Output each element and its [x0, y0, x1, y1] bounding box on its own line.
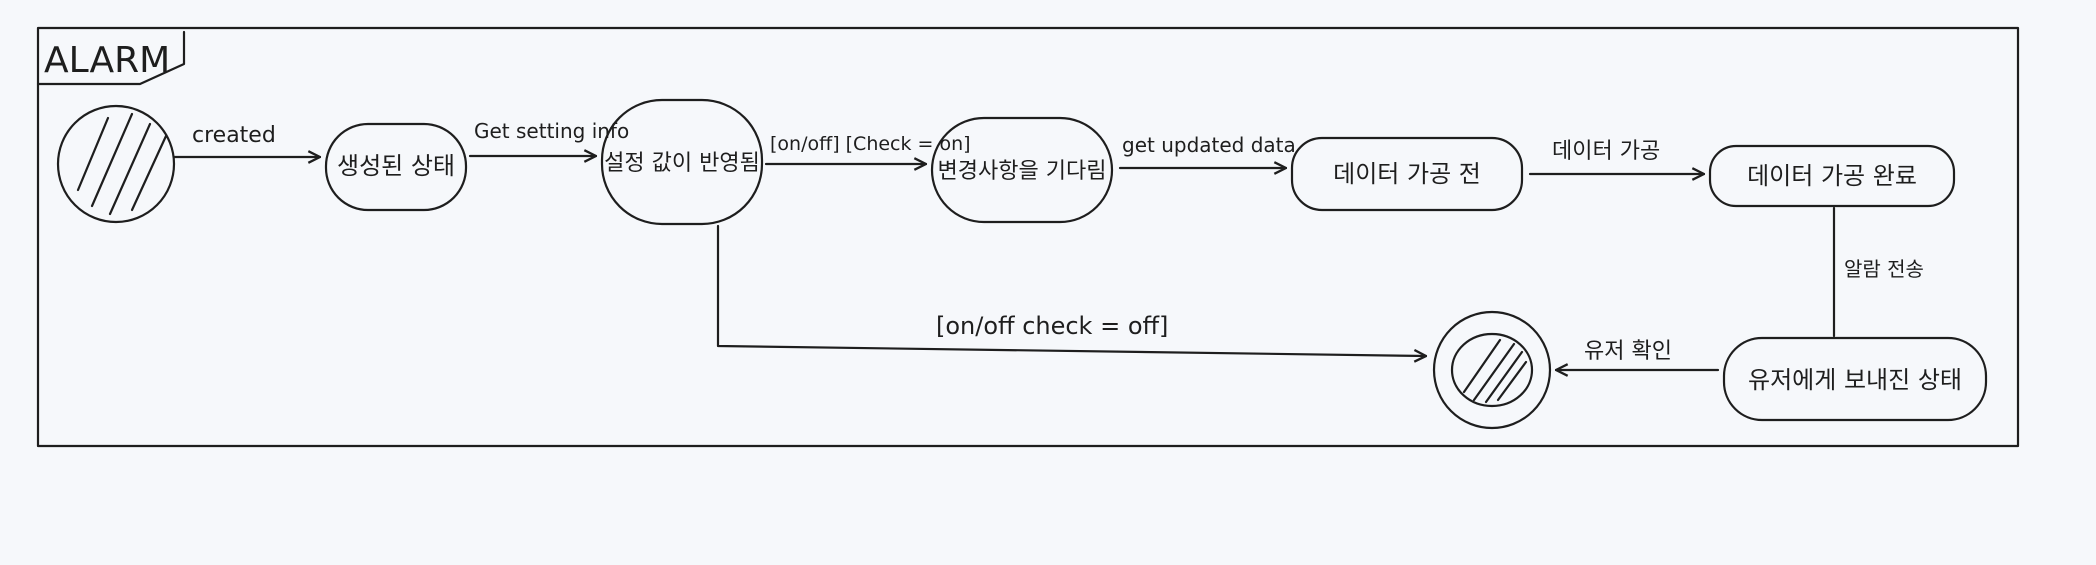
label-alarm-send: 알람 전송 — [1844, 257, 1924, 281]
state-created — [324, 122, 468, 212]
state-waiting — [930, 116, 1114, 224]
label-user-confirm: 유저 확인 — [1584, 339, 1672, 364]
final-state — [1432, 310, 1552, 430]
state-sent-to-user-label: 유저에게 보내진 상태 — [1748, 366, 1962, 394]
state-created-label: 생성된 상태 — [337, 152, 455, 180]
state-before-processing-label: 데이터 가공 전 — [1333, 160, 1481, 188]
label-check-off: [on/off check = off] — [936, 312, 1168, 340]
initial-state — [56, 104, 176, 224]
diagram-frame — [36, 26, 2020, 448]
state-reflected-label: 설정 값이 반영됨 — [604, 151, 760, 176]
label-get-updated-data: get updated data — [1122, 133, 1296, 157]
label-data-processing: 데이터 가공 — [1552, 139, 1660, 164]
label-created: created — [192, 123, 276, 148]
label-get-setting-info: Get setting info — [474, 119, 629, 143]
state-processing-done — [1708, 144, 1956, 208]
diagram-title: ALARM — [44, 40, 170, 81]
state-processing-done-label: 데이터 가공 완료 — [1747, 162, 1917, 190]
state-reflected — [600, 98, 764, 226]
arrow-check-off — [716, 224, 1426, 356]
state-before-processing — [1290, 136, 1524, 212]
state-waiting-label: 변경사항을 기다림 — [938, 159, 1107, 184]
state-sent-to-user — [1722, 336, 1988, 422]
label-check-on: [on/off] [Check = on] — [770, 133, 971, 155]
title-tab — [36, 30, 186, 86]
